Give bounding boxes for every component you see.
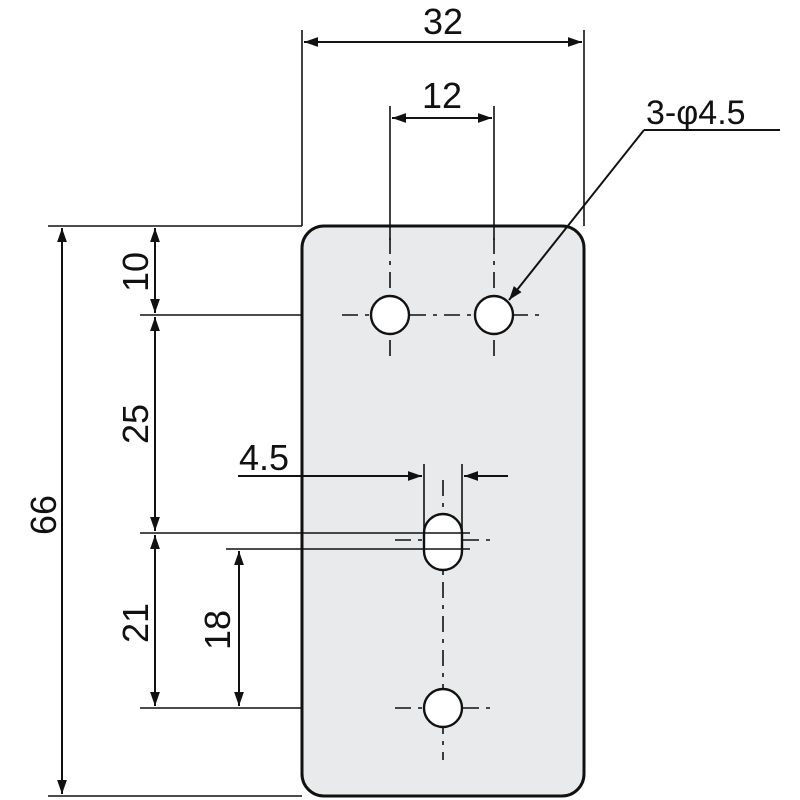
dim-overall-width: 32 [301, 1, 585, 226]
hole-callout-label: 3-φ4.5 [646, 94, 746, 132]
dim-hole-spacing: 12 [389, 75, 495, 240]
dim-slot-width-label: 4.5 [239, 437, 289, 478]
dim-lower-pitch-label: 21 [115, 603, 156, 643]
dim-slot-width: 4.5 [238, 437, 508, 540]
dim-top-offset-label: 10 [115, 252, 156, 292]
mounting-hole-top-right [473, 294, 515, 336]
dim-slot-to-hole-label: 18 [197, 610, 238, 650]
dim-vertical-pitch-label: 25 [115, 404, 156, 444]
plate-outline [300, 224, 586, 798]
dim-overall-height-label: 66 [23, 495, 64, 535]
dim-vertical-pitch: 25 [115, 317, 160, 531]
adjustment-slot [422, 512, 464, 572]
hole-callout: 3-φ4.5 [508, 94, 780, 301]
dim-top-offset: 10 [115, 228, 160, 313]
dim-overall-height: 66 [23, 228, 67, 794]
dim-slot-to-hole: 18 [197, 551, 244, 706]
dim-overall-width-label: 32 [423, 1, 463, 42]
mounting-hole-top-left [369, 294, 411, 336]
mounting-hole-bottom [422, 687, 464, 729]
dim-hole-spacing-label: 12 [422, 75, 462, 116]
left-extension-lines [48, 225, 470, 797]
dim-lower-pitch: 21 [115, 535, 160, 706]
